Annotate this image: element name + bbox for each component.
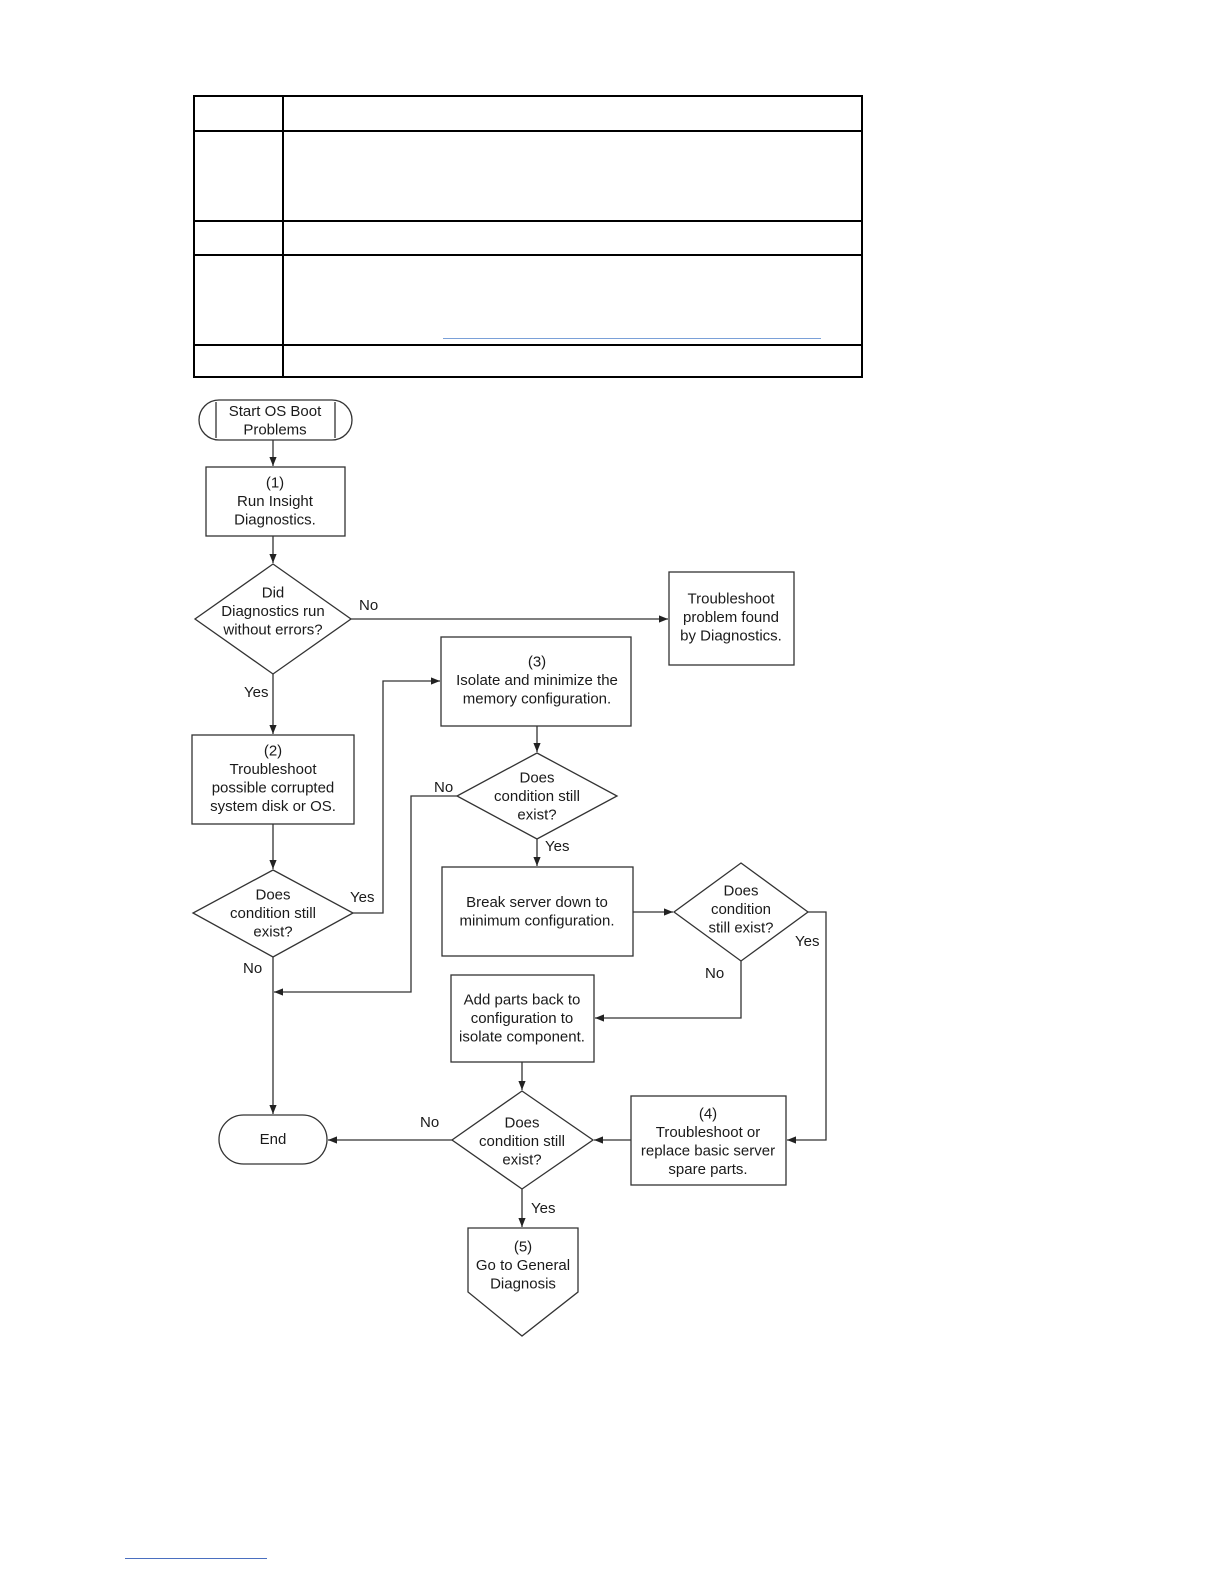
decision-bottom-text-line-1: Does [504,1115,539,1132]
node-step1-text-line-3: Diagnostics. [234,512,316,529]
node-step1-text-line-1: (1) [266,475,284,492]
node-step4-text-line-3: replace basic server [641,1142,775,1159]
node-step3-text-line-3: memory configuration. [463,691,611,708]
node-step5-text-line-2: Go to General [476,1257,570,1274]
label-bottom-no: No [420,1114,439,1131]
table-link-underline[interactable] [443,338,821,339]
node-step5-text-line-1: (5) [514,1239,532,1256]
node-step3-text: (3)Isolate and minimize the memory config… [456,654,618,708]
node-start-text-line-1: Start OS Boot [229,403,322,420]
label-diag-yes: Yes [244,684,268,701]
node-end: End [218,1114,328,1165]
decision-left-text-line-1: Does [255,887,290,904]
node-break-server-text-line-1: Break server down to [466,894,608,911]
decision-bottom-text-line-3: exist? [502,1152,541,1169]
node-step5-text-line-3: Diagnosis [490,1276,556,1293]
label-min-no: No [705,965,724,982]
decision-memory-text-line-2: condition still [494,788,580,805]
connectors [269,440,827,1227]
decision-minimum-text-line-2: condition [711,901,771,918]
node-step4-text-line-1: (4) [699,1105,717,1122]
node-step4-text-line-2: Troubleshoot or [656,1124,761,1141]
node-step1-text-line-2: Run Insight [237,493,314,510]
decision-bottom-text-line-2: condition still [479,1133,565,1150]
node-troubleshoot-diagnostics-text-line-2: problem found [683,609,779,626]
decision-left-text-line-2: condition still [230,905,316,922]
node-troubleshoot-diagnostics-text-line-3: by Diagnostics. [680,628,782,645]
decision-memory-text-line-3: exist? [517,807,556,824]
node-step2-text-line-1: (2) [264,742,282,759]
label-min-yes: Yes [795,933,819,950]
node-step3-text-line-2: Isolate and minimize the [456,672,618,689]
node-add-parts-text-line-1: Add parts back to [464,992,581,1009]
edge-min-yes [787,911,827,1144]
node-step2-text-line-3: possible corrupted [212,779,335,796]
footer-link-underline[interactable] [125,1558,267,1559]
edge-mem-no [274,795,457,996]
node-break-server-text-line-2: minimum configuration. [459,912,614,929]
decision-memory-text-line-1: Does [519,770,554,787]
label-mem-no: No [434,779,453,796]
label-bottom-yes: Yes [531,1200,555,1217]
edge-labels: No Yes No Yes Yes No Yes No No Yes [243,597,819,1217]
node-add-parts-text-line-3: isolate component. [459,1029,585,1046]
reference-table [193,95,863,378]
node-troubleshoot-diagnostics-text-line-1: Troubleshoot [688,591,776,608]
label-diag-no: No [359,597,378,614]
node-step2-text-line-2: Troubleshoot [230,761,318,778]
decision-diagnostics-text-line-3: without errors? [222,622,322,639]
decision-diagnostics-text-line-1: Did [262,585,285,602]
node-step3-isolate-memory: (3)Isolate and minimize the memory config… [440,636,632,727]
edge-left-yes [353,677,440,914]
label-mem-yes: Yes [545,838,569,855]
node-step4-text-line-4: spare parts. [668,1161,747,1178]
label-left-yes: Yes [350,889,374,906]
decision-minimum-text-line-3: still exist? [708,920,773,937]
node-step3-text-line-1: (3) [528,654,546,671]
node-add-parts-text-line-2: configuration to [471,1010,574,1027]
edge-min-no [595,961,742,1022]
decision-left-text-line-3: exist? [253,924,292,941]
decision-minimum-text-line-1: Does [723,883,758,900]
decision-diagnostics-text-line-2: Diagnostics run [221,603,324,620]
label-left-no: No [243,960,262,977]
node-start-text-line-2: Problems [243,421,306,438]
node-step2-text-line-4: system disk or OS. [210,798,336,815]
node-end-text-line-1: End [260,1131,287,1148]
node-end-text: End [260,1131,287,1148]
